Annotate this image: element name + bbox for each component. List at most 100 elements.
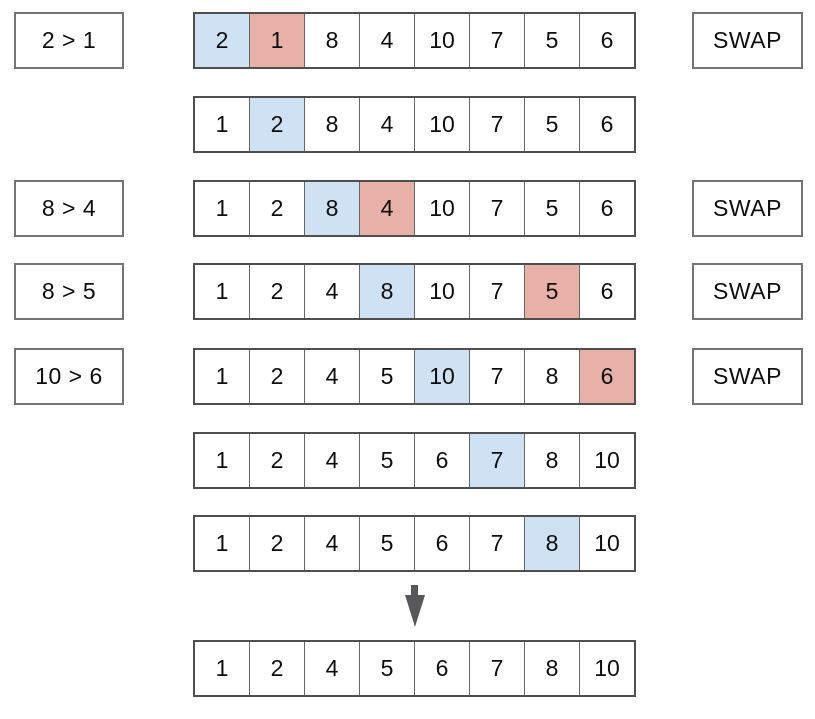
cell-value: 8 [545,655,559,681]
array-cell: 2 [249,350,304,403]
cell-value: 8 [545,363,559,389]
comparison-text: 8 > 4 [41,195,97,221]
cell-value: 6 [600,27,614,53]
array-cell-blue: 8 [304,182,359,235]
array-cell: 4 [304,434,359,487]
cell-value: 6 [435,447,449,473]
array-cell: 4 [304,517,359,570]
comparison-text: 2 > 1 [41,27,97,53]
array-cell: 10 [414,98,469,151]
array-cell: 6 [579,14,634,67]
cell-value: 5 [545,195,559,221]
cell-value: 7 [490,278,504,304]
cell-value: 6 [600,195,614,221]
array-cell: 6 [414,517,469,570]
comparison-box: 8 > 4 [14,180,124,237]
cell-value: 5 [380,363,394,389]
cell-value: 5 [380,655,394,681]
cell-value: 6 [435,530,449,556]
cell-value: 1 [215,195,229,221]
cell-value: 5 [545,27,559,53]
cell-value: 4 [325,278,339,304]
array-cell: 1 [195,642,249,695]
cell-value: 2 [270,530,284,556]
array-cell: 5 [359,434,414,487]
array-cell: 2 [249,642,304,695]
array-cell: 6 [579,98,634,151]
cell-value: 2 [270,195,284,221]
array-cell: 2 [249,265,304,318]
array-cell: 1 [195,350,249,403]
array-cell: 5 [524,14,579,67]
cell-value: 4 [325,530,339,556]
array-cell-blue: 2 [195,14,249,67]
comparison-box: 8 > 5 [14,263,124,320]
array-cell: 7 [469,517,524,570]
array-cell: 5 [359,642,414,695]
cell-value: 2 [215,27,229,53]
array-cell: 10 [579,642,634,695]
array-cell-blue: 8 [524,517,579,570]
array-cell: 6 [579,182,634,235]
cell-value: 2 [270,278,284,304]
array-cell: 4 [304,265,359,318]
array-cell: 1 [195,98,249,151]
cell-value: 8 [380,278,394,304]
cell-value: 8 [325,111,339,137]
cell-value: 1 [215,111,229,137]
array-cell: 8 [524,642,579,695]
swap-badge: SWAP [692,263,803,320]
cell-value: 4 [380,195,394,221]
cell-value: 10 [429,111,455,137]
array-cell: 4 [359,14,414,67]
cell-value: 8 [545,530,559,556]
swap-text: SWAP [713,195,782,221]
cell-value: 5 [545,278,559,304]
array-cell: 5 [359,517,414,570]
array-cell: 4 [304,350,359,403]
cell-value: 7 [490,195,504,221]
array-cell: 2 [249,434,304,487]
array-cell-red: 5 [524,265,579,318]
cell-value: 1 [215,530,229,556]
cell-value: 7 [490,447,504,473]
comparison-box: 2 > 1 [14,12,124,69]
array-cell: 10 [414,14,469,67]
array-cell: 10 [414,182,469,235]
cell-value: 7 [490,530,504,556]
array-cell-blue: 7 [469,434,524,487]
cell-value: 10 [429,278,455,304]
swap-text: SWAP [713,278,782,304]
comparison-text: 8 > 5 [41,278,97,304]
cell-value: 10 [429,195,455,221]
cell-value: 7 [490,27,504,53]
cell-value: 5 [380,447,394,473]
cell-value: 2 [270,655,284,681]
swap-text: SWAP [713,363,782,389]
array-cell: 4 [304,642,359,695]
cell-value: 7 [490,655,504,681]
cell-value: 4 [325,655,339,681]
array-cell: 6 [579,265,634,318]
array-cell-red: 6 [579,350,634,403]
cell-value: 4 [380,111,394,137]
cell-value: 4 [325,447,339,473]
cell-value: 4 [380,27,394,53]
array-cell: 6 [414,434,469,487]
array-cell: 8 [524,350,579,403]
array-cell: 7 [469,642,524,695]
array-cell-red: 1 [249,14,304,67]
cell-value: 6 [600,363,614,389]
array-cell: 2 [249,517,304,570]
cell-value: 5 [545,111,559,137]
array-cell-blue: 2 [249,98,304,151]
